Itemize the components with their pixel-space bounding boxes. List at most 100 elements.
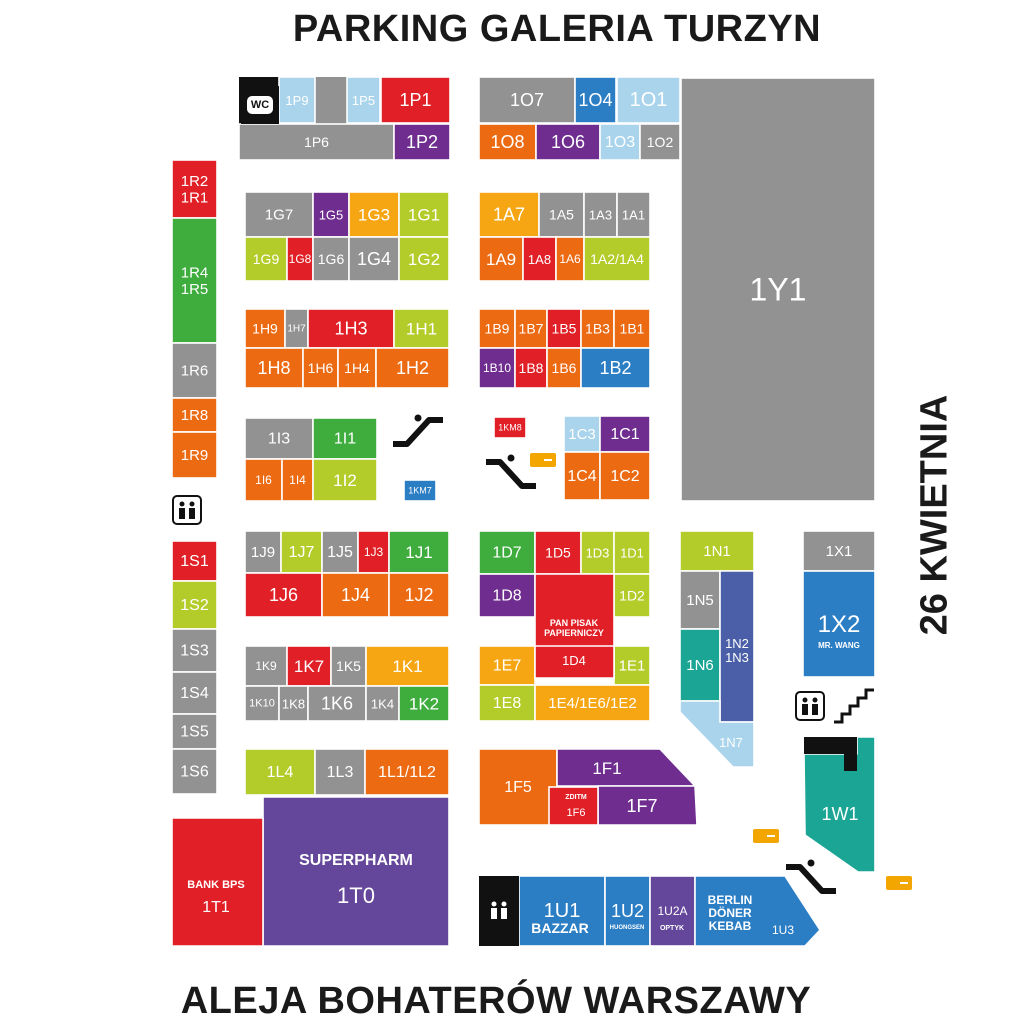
unit-label-1x2: 1X2 xyxy=(818,611,861,638)
unit-1e4-1e6-1e2[interactable] xyxy=(534,684,651,722)
unit-1k2[interactable] xyxy=(398,685,450,722)
unit-1s1[interactable] xyxy=(171,540,218,582)
unit-berlin-d-ner-kebab[interactable] xyxy=(694,875,822,947)
unit-1n7[interactable] xyxy=(679,700,755,768)
unit-1p2[interactable] xyxy=(393,123,451,161)
unit-1c2[interactable] xyxy=(599,451,651,501)
unit-1l4[interactable] xyxy=(244,748,316,796)
unit-1g4[interactable] xyxy=(348,236,400,282)
unit-1p1[interactable] xyxy=(380,76,451,124)
unit-1h1[interactable] xyxy=(393,308,450,349)
unit-1o2[interactable] xyxy=(639,123,681,161)
unit-1l3[interactable] xyxy=(314,748,366,796)
unit-1p5[interactable] xyxy=(346,76,381,124)
unit-1km7[interactable] xyxy=(403,479,437,502)
unit-1d1[interactable] xyxy=(613,530,651,575)
unit-1c3[interactable] xyxy=(563,415,601,453)
unit-1g1[interactable] xyxy=(398,191,450,238)
unit-1j6[interactable] xyxy=(244,572,323,618)
unit-1f5[interactable] xyxy=(478,748,558,826)
unit-1s4[interactable] xyxy=(171,671,218,715)
unit-1a2-1a4[interactable] xyxy=(583,236,651,282)
unit-1g2[interactable] xyxy=(398,236,450,282)
unit-1j5[interactable] xyxy=(321,530,359,574)
unit-label-1u1: 1U1 xyxy=(544,900,581,922)
unit-1d7[interactable] xyxy=(478,530,536,575)
unit-1i1[interactable] xyxy=(312,417,378,460)
payment-card-icon-right xyxy=(753,829,779,843)
unit-1o3[interactable] xyxy=(599,123,641,161)
unit-1k5[interactable] xyxy=(330,645,367,687)
unit-1k9[interactable] xyxy=(244,645,288,687)
unit-label-1p6: 1P6 xyxy=(304,134,329,150)
unit-1k6[interactable] xyxy=(307,685,367,722)
unit-1g7[interactable] xyxy=(244,191,314,238)
unit-1p6[interactable] xyxy=(238,123,395,161)
unit-1k4[interactable] xyxy=(365,685,400,722)
unit-label-1n7: 1N7 xyxy=(719,735,743,750)
unit-1k7[interactable] xyxy=(286,645,332,687)
unit-1d5[interactable] xyxy=(534,530,582,575)
unit-1j3[interactable] xyxy=(357,530,390,574)
unit-1s3[interactable] xyxy=(171,628,218,673)
unit-label-1n5: 1N5 xyxy=(686,592,714,609)
unit-1r8[interactable] xyxy=(171,397,218,433)
unit-1o8[interactable] xyxy=(478,123,537,161)
unit-1o7[interactable] xyxy=(478,76,576,124)
unit-1i4[interactable] xyxy=(281,458,314,502)
unit-1k1[interactable] xyxy=(365,645,450,687)
unit-1r4-1r5[interactable] xyxy=(171,217,218,344)
unit-1i6[interactable] xyxy=(244,458,283,502)
unit-superpharm[interactable] xyxy=(262,796,450,947)
unit-1h3[interactable] xyxy=(307,308,395,349)
unit-1o4[interactable] xyxy=(574,76,617,124)
unit-zditm[interactable] xyxy=(548,786,599,826)
unit-1b9[interactable] xyxy=(478,308,516,349)
unit-1h8[interactable] xyxy=(244,347,304,389)
unit-1r9[interactable] xyxy=(171,431,218,479)
unit-1a6[interactable] xyxy=(555,236,585,282)
unit-1e8[interactable] xyxy=(478,684,536,722)
unit-1u2[interactable] xyxy=(604,875,651,947)
unit-1k10[interactable] xyxy=(244,685,280,722)
unit-1b1[interactable] xyxy=(613,308,651,349)
unit-1a7[interactable] xyxy=(478,191,540,238)
unit-1f1[interactable] xyxy=(556,748,697,787)
escalator-icon-center xyxy=(393,414,443,447)
unit-bank-bps[interactable] xyxy=(171,817,264,947)
unit-1i3[interactable] xyxy=(244,417,314,460)
unit-1r6[interactable] xyxy=(171,342,218,399)
unit-label-1j6: 1J6 xyxy=(269,585,298,605)
unit-1b2[interactable] xyxy=(580,347,651,389)
unit-1j7[interactable] xyxy=(280,530,323,574)
unit-1s5[interactable] xyxy=(171,713,218,750)
escalator-icon-bottom-right xyxy=(786,859,836,894)
unit-1d8[interactable] xyxy=(478,573,536,618)
unit-label-1o8: 1O8 xyxy=(490,132,524,152)
unit-1g9[interactable] xyxy=(244,236,288,282)
unit-1o1[interactable] xyxy=(616,76,681,124)
unit-1k8[interactable] xyxy=(278,685,309,722)
unit-1g8[interactable] xyxy=(286,236,314,282)
unit-1s6[interactable] xyxy=(171,748,218,795)
unit-1j2[interactable] xyxy=(388,572,450,618)
unit-label-1c1: 1C1 xyxy=(610,426,639,443)
unit-1y1[interactable] xyxy=(680,77,876,502)
unit-1i2[interactable] xyxy=(312,458,378,502)
unit-1x2[interactable] xyxy=(802,570,876,678)
unit-1a1[interactable] xyxy=(616,191,651,238)
unit-1a8[interactable] xyxy=(522,236,557,282)
unit-label-1w1: 1W1 xyxy=(821,804,858,824)
unit-1p9[interactable] xyxy=(278,76,316,124)
unit-1u1[interactable] xyxy=(518,875,606,947)
unit-1h2[interactable] xyxy=(375,347,450,389)
unit-label-1d4: 1D4 xyxy=(562,653,586,668)
unit-1b8[interactable] xyxy=(514,347,548,389)
unit-1l1-1l2[interactable] xyxy=(364,748,450,796)
unit-1o6[interactable] xyxy=(535,123,601,161)
unit-1km8[interactable] xyxy=(493,416,527,439)
unit-1r2-1r1[interactable] xyxy=(171,159,218,219)
unit-label-1p9: 1P9 xyxy=(285,93,308,108)
unit-1d4[interactable] xyxy=(534,645,615,679)
